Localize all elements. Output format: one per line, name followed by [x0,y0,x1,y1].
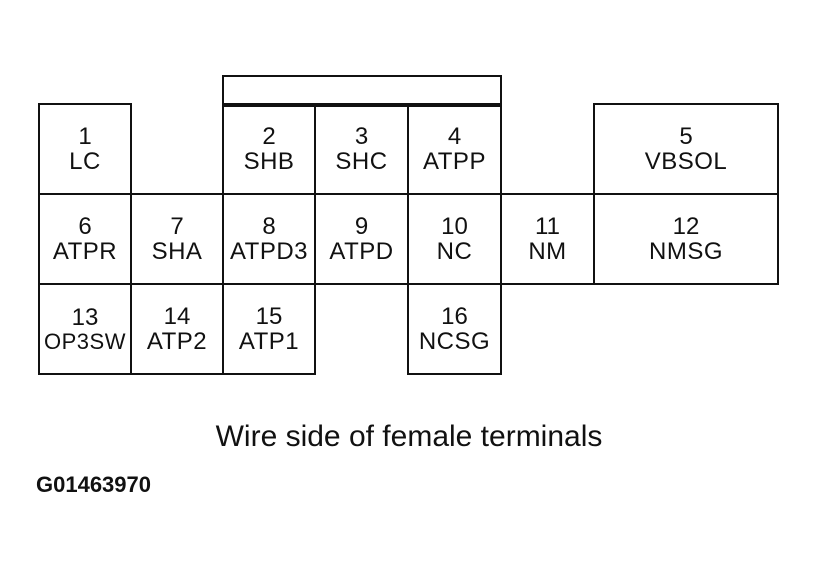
figure-id: G01463970 [36,472,151,497]
terminal-14: 14 ATP2 [130,283,224,375]
terminal-number: 5 [679,122,693,150]
terminal-number: 11 [535,212,560,240]
terminal-number: 12 [672,212,700,240]
terminal-number: 4 [447,122,462,150]
terminal-12: 12 NMSG [593,193,779,285]
terminal-signal: ATPD [329,238,394,265]
terminal-number: 3 [354,122,369,150]
diagram-caption: Wire side of female terminals [215,420,603,453]
connector-latch [222,75,502,107]
terminal-number: 8 [262,212,276,240]
terminal-signal: ATPP [423,148,486,175]
terminal-signal: NCSG [418,328,491,355]
terminal-signal: ATP2 [146,328,208,355]
terminal-number: 10 [441,212,468,240]
terminal-6: 6 ATPR [38,193,132,285]
terminal-11: 11 NM [500,193,595,285]
terminal-signal: SHC [335,148,388,175]
terminal-number: 7 [170,212,184,240]
terminal-16: 16 NCSG [407,283,502,375]
terminal-7: 7 SHA [130,193,224,285]
terminal-13: 13 OP3SW [38,283,132,375]
terminal-signal: VBSOL [644,148,728,175]
terminal-signal: SHA [151,238,203,265]
terminal-signal: ATP1 [238,328,300,355]
terminal-2: 2 SHB [222,103,316,195]
terminal-number: 2 [262,122,276,150]
terminal-signal: ATPR [52,238,118,265]
terminal-number: 16 [441,302,468,330]
terminal-8: 8 ATPD3 [222,193,316,285]
terminal-3: 3 SHC [314,103,409,195]
terminal-number: 1 [78,122,92,150]
terminal-signal: OP3SW [44,329,126,355]
terminal-number: 15 [255,302,283,330]
terminal-signal: SHB [243,148,295,175]
terminal-15: 15 ATP1 [222,283,316,375]
terminal-signal: NM [528,238,567,265]
terminal-5: 5 VBSOL [593,103,779,195]
terminal-number: 9 [354,212,369,240]
terminal-1: 1 LC [38,103,132,195]
terminal-number: 6 [78,212,92,240]
terminal-number: 13 [71,303,99,331]
terminal-4: 4 ATPP [407,103,502,195]
terminal-9: 9 ATPD [314,193,409,285]
terminal-number: 14 [163,302,191,330]
terminal-10: 10 NC [407,193,502,285]
terminal-signal: LC [69,148,101,175]
terminal-signal: NC [436,238,473,265]
terminal-signal: ATPD3 [229,238,309,265]
terminal-signal: NMSG [649,238,723,265]
